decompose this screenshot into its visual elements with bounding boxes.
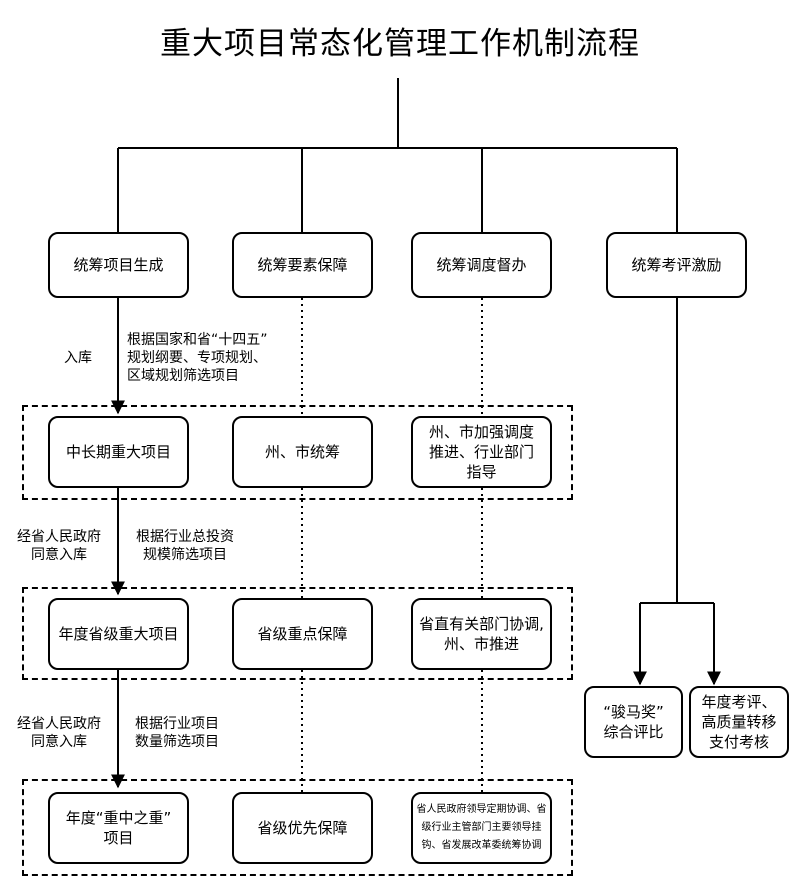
header-scheduling-supervision: 统筹调度督办 bbox=[411, 232, 552, 298]
stage-frame-1 bbox=[22, 405, 573, 500]
node-provincial-departments: 省直有关部门协调, 州、市推进 bbox=[411, 598, 552, 670]
node-junma-award: “骏马奖” 综合评比 bbox=[584, 686, 683, 758]
stage-frame-3 bbox=[22, 779, 573, 876]
transition-1-left: 入库 bbox=[64, 350, 92, 366]
transition-3-right: 根据行业项目 数量筛选项目 bbox=[135, 716, 219, 750]
header-factor-guarantee: 统筹要素保障 bbox=[232, 232, 373, 298]
node-annual-review: 年度考评、 高质量转移 支付考核 bbox=[689, 686, 789, 758]
node-long-term-projects: 中长期重大项目 bbox=[48, 416, 189, 488]
transition-3-left: 经省人民政府 同意入库 bbox=[17, 716, 101, 750]
transition-2-left: 经省人民政府 同意入库 bbox=[17, 529, 101, 563]
transition-1-right: 根据国家和省“十四五” 规划纲要、专项规划、 区域规划筛选项目 bbox=[127, 332, 268, 384]
node-prefecture-coordination: 州、市统筹 bbox=[232, 416, 373, 488]
stage-frame-2 bbox=[22, 587, 573, 680]
node-annual-provincial-projects: 年度省级重大项目 bbox=[48, 598, 189, 670]
header-evaluation-incentive: 统筹考评激励 bbox=[606, 232, 747, 298]
node-provincial-leadership-coordination: 省人民政府领导定期协调、省 级行业主管部门主要领导挂 钩、省发展改革委统筹协调 bbox=[411, 792, 552, 864]
transition-2-right: 根据行业总投资 规模筛选项目 bbox=[136, 529, 234, 563]
node-provincial-key-guarantee: 省级重点保障 bbox=[232, 598, 373, 670]
node-provincial-priority-guarantee: 省级优先保障 bbox=[232, 792, 373, 864]
header-project-generation: 统筹项目生成 bbox=[48, 232, 189, 298]
node-prefecture-scheduling: 州、市加强调度 推进、行业部门 指导 bbox=[411, 416, 552, 488]
node-top-priority-projects: 年度“重中之重” 项目 bbox=[48, 792, 189, 864]
page-title: 重大项目常态化管理工作机制流程 bbox=[160, 26, 640, 62]
